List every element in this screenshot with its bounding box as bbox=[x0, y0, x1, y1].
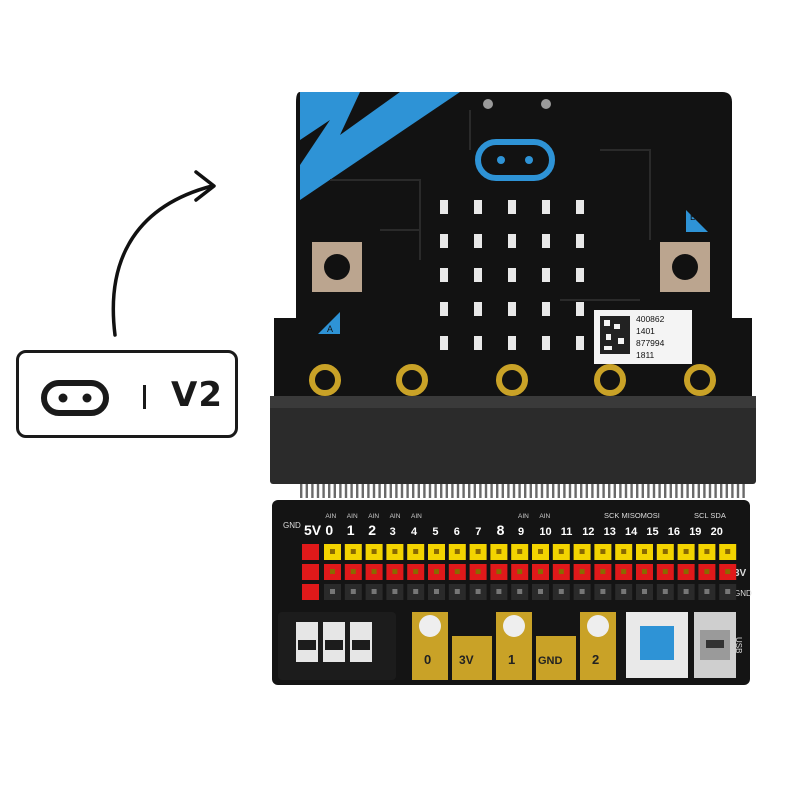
led bbox=[542, 200, 550, 214]
led bbox=[576, 302, 584, 316]
connector-teeth bbox=[300, 484, 745, 498]
pin-label-10: 10 bbox=[539, 526, 551, 538]
terminal-pads bbox=[412, 612, 616, 680]
pin-label-1: 1 bbox=[347, 522, 355, 538]
edge-connector bbox=[270, 396, 756, 484]
led bbox=[440, 234, 448, 248]
gnd-right-label: GND bbox=[734, 589, 752, 598]
ain-label: AIN bbox=[347, 513, 358, 520]
pin-label-4: 4 bbox=[411, 526, 418, 538]
pin-label-14: 14 bbox=[625, 526, 638, 538]
led bbox=[576, 336, 584, 350]
button-a[interactable] bbox=[312, 242, 362, 292]
pin-label-11: 11 bbox=[561, 526, 573, 538]
pin-label-6: 6 bbox=[454, 526, 460, 538]
button-a-label: A bbox=[327, 324, 333, 334]
pin-label-8: 8 bbox=[497, 522, 505, 538]
button-b-marker-icon bbox=[686, 210, 708, 232]
usb-port bbox=[694, 612, 736, 678]
usb-label: USB bbox=[734, 637, 743, 653]
microbit-logo-icon bbox=[475, 139, 555, 181]
pin-label-15: 15 bbox=[646, 526, 658, 538]
pin-label-16: 16 bbox=[668, 526, 680, 538]
sticker-line-3: 877994 bbox=[636, 338, 665, 348]
pin-label-20: 20 bbox=[711, 526, 723, 538]
pin-label-13: 13 bbox=[604, 526, 616, 538]
led bbox=[542, 336, 550, 350]
pin-headers bbox=[302, 544, 737, 600]
button-a-marker-icon bbox=[318, 312, 340, 334]
led bbox=[576, 200, 584, 214]
blue-corner-accent bbox=[300, 92, 460, 200]
gnd-left-label: GND bbox=[283, 521, 301, 530]
edge-ring-pads bbox=[309, 364, 716, 396]
ain-label: AIN bbox=[411, 513, 422, 520]
pin-label-7: 7 bbox=[475, 526, 481, 538]
microbit-logo-icon bbox=[41, 380, 109, 416]
analog-labels: AIN AIN AIN AIN AIN AIN AIN bbox=[325, 513, 550, 520]
terminal-gnd-label: GND bbox=[538, 655, 563, 667]
power-switch[interactable] bbox=[626, 612, 688, 678]
led bbox=[576, 234, 584, 248]
pin-label-12: 12 bbox=[582, 526, 594, 538]
ain-label: AIN bbox=[368, 513, 379, 520]
pin-label-19: 19 bbox=[689, 526, 701, 538]
led bbox=[542, 302, 550, 316]
led bbox=[440, 336, 448, 350]
led bbox=[474, 268, 482, 282]
ain-label: AIN bbox=[390, 513, 401, 520]
led bbox=[440, 268, 448, 282]
button-b-label: B bbox=[690, 212, 696, 222]
led bbox=[542, 234, 550, 248]
led bbox=[508, 336, 516, 350]
led bbox=[508, 302, 516, 316]
led bbox=[508, 268, 516, 282]
sticker-line-4: 1811 bbox=[636, 350, 655, 360]
ain-label: AIN bbox=[325, 513, 336, 520]
pin-label-0: 0 bbox=[325, 522, 333, 538]
led bbox=[440, 302, 448, 316]
spi-label: SCK MISOMOSI bbox=[604, 511, 660, 520]
led bbox=[474, 234, 482, 248]
pin-label-9: 9 bbox=[518, 526, 524, 538]
terminal-0-label: 0 bbox=[424, 652, 431, 667]
version-label: V2 bbox=[171, 375, 223, 415]
led bbox=[508, 234, 516, 248]
ain-label: AIN bbox=[539, 513, 550, 520]
terminal-3v-label: 3V bbox=[459, 653, 474, 667]
led bbox=[542, 268, 550, 282]
led bbox=[508, 200, 516, 214]
pin-label-5: 5 bbox=[432, 526, 438, 538]
led bbox=[576, 268, 584, 282]
v3-right-label: 3V bbox=[734, 568, 747, 579]
terminal-1-label: 1 bbox=[508, 652, 515, 667]
version-badge: V2 bbox=[16, 350, 238, 438]
audio-jack bbox=[278, 612, 396, 680]
sticker-line-2: 1401 bbox=[636, 326, 655, 336]
pin-label-3: 3 bbox=[390, 526, 396, 538]
pin-label-2: 2 bbox=[368, 522, 376, 538]
pin-label-5V: 5V bbox=[304, 522, 322, 538]
led bbox=[474, 200, 482, 214]
i2c-label: SCL SDA bbox=[694, 511, 726, 520]
badge-separator bbox=[143, 385, 146, 409]
button-b[interactable] bbox=[660, 242, 710, 292]
led-matrix bbox=[440, 200, 584, 350]
sticker-line-1: 400862 bbox=[636, 314, 665, 324]
led bbox=[474, 302, 482, 316]
ain-label: AIN bbox=[518, 513, 529, 520]
led bbox=[474, 336, 482, 350]
terminal-2-label: 2 bbox=[592, 652, 599, 667]
led bbox=[440, 200, 448, 214]
